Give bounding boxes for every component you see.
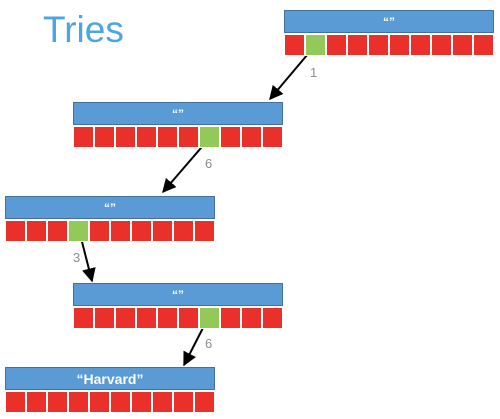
pointer-cell xyxy=(194,391,215,413)
node-cells xyxy=(5,391,215,413)
pointer-cell xyxy=(136,126,157,148)
pointer-cell xyxy=(26,391,47,413)
pointer-cell xyxy=(241,126,262,148)
pointer-cell xyxy=(284,34,305,56)
edge-label: 6 xyxy=(205,336,213,351)
edge-label: 3 xyxy=(73,250,81,265)
pointer-cell xyxy=(152,391,173,413)
pointer-cell xyxy=(178,307,199,329)
pointer-cell xyxy=(157,126,178,148)
node-label: “Harvard” xyxy=(5,367,215,390)
pointer-cell xyxy=(68,391,89,413)
pointer-cell xyxy=(94,126,115,148)
node-cells xyxy=(73,307,283,329)
pointer-cell xyxy=(110,220,131,242)
node-label: “” xyxy=(5,196,215,219)
pointer-cell xyxy=(115,126,136,148)
pointer-cell xyxy=(220,126,241,148)
pointer-cell xyxy=(473,34,494,56)
pointer-cell xyxy=(241,307,262,329)
pointer-cell-active xyxy=(68,220,89,242)
arrow-4 xyxy=(183,323,206,367)
node-label: “” xyxy=(73,283,283,306)
pointer-cell xyxy=(5,220,26,242)
node-cells xyxy=(284,34,494,56)
pointer-cell xyxy=(173,391,194,413)
trie-node: “Harvard” xyxy=(5,367,215,413)
pointer-cell-active xyxy=(305,34,326,56)
pointer-cell xyxy=(5,391,26,413)
edge-label: 6 xyxy=(205,156,213,171)
pointer-cell xyxy=(220,307,241,329)
pointer-cell xyxy=(110,391,131,413)
pointer-cell xyxy=(326,34,347,56)
page-title: Tries xyxy=(43,9,124,50)
pointer-cell xyxy=(73,126,94,148)
pointer-cell xyxy=(115,307,136,329)
pointer-cell xyxy=(94,307,115,329)
pointer-cell xyxy=(89,220,110,242)
pointer-cell xyxy=(47,391,68,413)
node-label: “” xyxy=(284,10,494,33)
pointer-cell xyxy=(89,391,110,413)
trie-node: “” xyxy=(73,102,283,148)
pointer-cell xyxy=(262,126,283,148)
pointer-cell xyxy=(431,34,452,56)
pointer-cell xyxy=(178,126,199,148)
pointer-cell xyxy=(194,220,215,242)
pointer-cell-active xyxy=(199,126,220,148)
pointer-cell xyxy=(410,34,431,56)
node-cells xyxy=(73,126,283,148)
pointer-cell xyxy=(131,391,152,413)
pointer-cell xyxy=(347,34,368,56)
pointer-cell xyxy=(389,34,410,56)
pointer-cell xyxy=(262,307,283,329)
pointer-cell xyxy=(152,220,173,242)
trie-node: “” xyxy=(284,10,494,56)
pointer-cell xyxy=(131,220,152,242)
pointer-cell xyxy=(157,307,178,329)
pointer-cell-active xyxy=(199,307,220,329)
trie-node: “” xyxy=(5,196,215,242)
pointer-cell xyxy=(47,220,68,242)
pointer-cell xyxy=(73,307,94,329)
node-cells xyxy=(5,220,215,242)
arrow-1 xyxy=(269,47,314,101)
pointer-cell xyxy=(26,220,47,242)
edge-label: 1 xyxy=(310,65,318,80)
arrow-2 xyxy=(162,140,208,194)
pointer-cell xyxy=(136,307,157,329)
trie-node: “” xyxy=(73,283,283,329)
pointer-cell xyxy=(452,34,473,56)
pointer-cell xyxy=(173,220,194,242)
node-label: “” xyxy=(73,102,283,125)
pointer-cell xyxy=(368,34,389,56)
